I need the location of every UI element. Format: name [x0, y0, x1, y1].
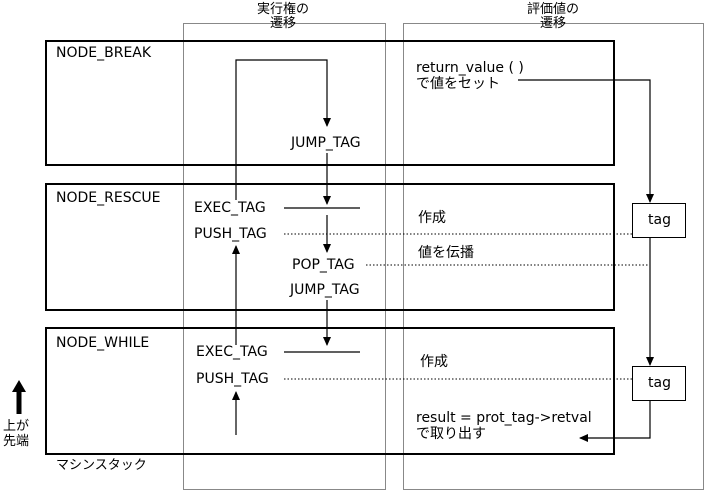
- frame-node-break: [45, 40, 615, 166]
- header-eval-transition: 評価値の 遷移: [526, 2, 579, 31]
- while-push-tag: PUSH_TAG: [196, 371, 269, 387]
- tag-label-lower: tag: [648, 375, 671, 391]
- header-exec-transition: 実行権の 遷移: [256, 2, 309, 31]
- tag-box-lower: [632, 366, 686, 401]
- rescue-pop-tag: POP_TAG: [292, 257, 355, 273]
- while-result-note: result = prot_tag->retval で取り出す: [416, 410, 592, 442]
- frame-name-while: NODE_WHILE: [56, 335, 150, 351]
- stack-top-legend: 上が 先端: [3, 419, 30, 449]
- rescue-jump-tag: JUMP_TAG: [290, 282, 360, 298]
- value-to-upper-tag: [518, 79, 654, 203]
- break-return-note: return_value ( ) で値をセット: [416, 60, 524, 92]
- frame-name-rescue: NODE_RESCUE: [56, 190, 161, 206]
- eval-column-box: [403, 23, 704, 490]
- machine-stack-label: マシンスタック: [56, 458, 147, 473]
- rescue-create-note: 作成: [418, 210, 446, 226]
- tag-box-upper: [632, 203, 686, 238]
- rescue-propagate-note: 値を伝播: [418, 245, 474, 261]
- while-create-note: 作成: [420, 354, 448, 370]
- value-to-result: [579, 401, 651, 442]
- break-jump-tag: JUMP_TAG: [291, 135, 361, 151]
- frame-node-rescue: [45, 183, 615, 311]
- frame-name-break: NODE_BREAK: [56, 45, 152, 61]
- while-exec-tag: EXEC_TAG: [196, 344, 268, 360]
- stack-top-arrow-head: [12, 380, 26, 392]
- exec-column-box: [183, 23, 386, 490]
- frame-node-while: [45, 327, 615, 455]
- rescue-exec-tag: EXEC_TAG: [194, 200, 266, 216]
- tag-label-upper: tag: [648, 212, 671, 228]
- flow-break-loop: [235, 59, 331, 200]
- rescue-push-tag: PUSH_TAG: [194, 226, 267, 242]
